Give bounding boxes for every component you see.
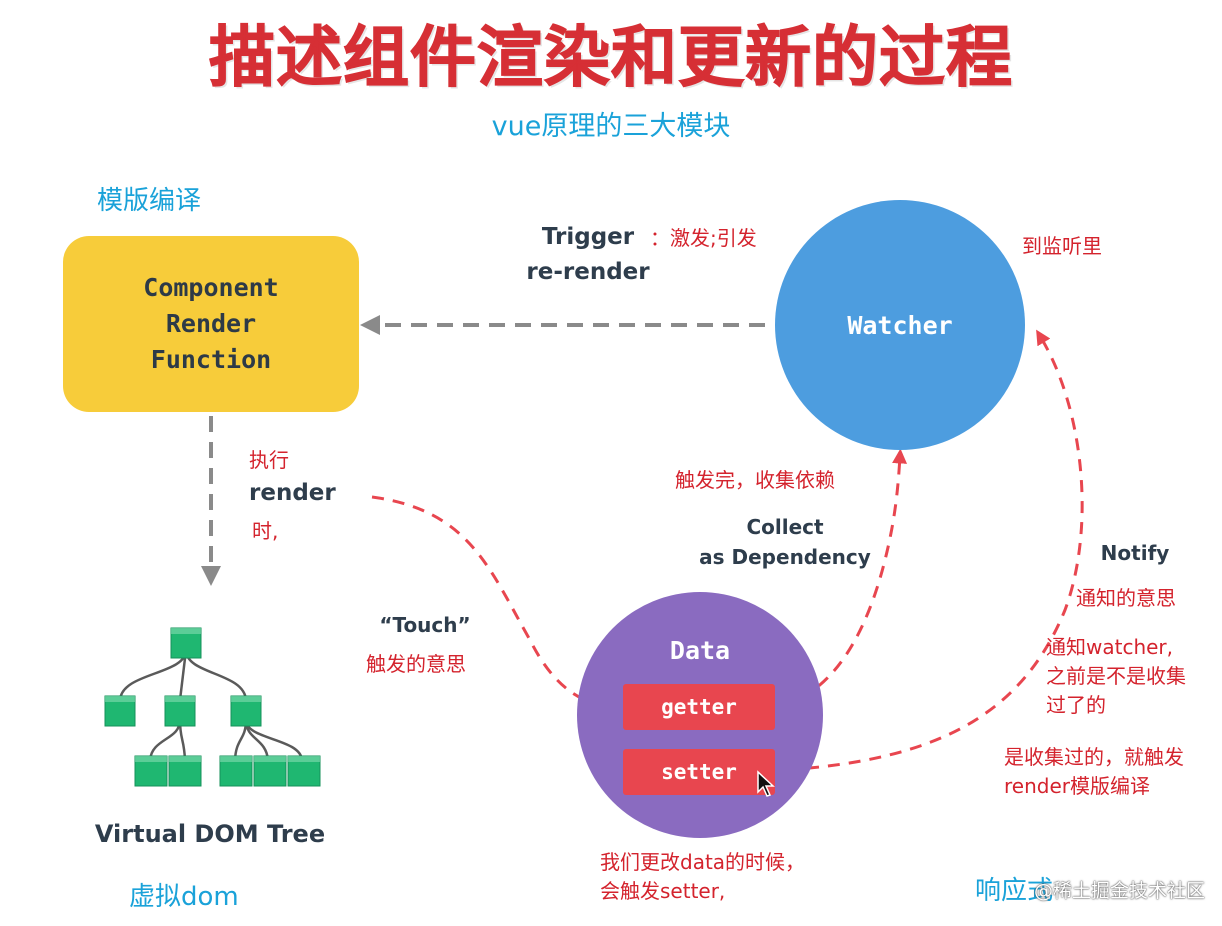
component-render-function-box: Component Render Function [63, 236, 359, 412]
render-function-line-2: Render [165, 309, 257, 338]
collect-done-note: 触发完，收集依赖 [675, 468, 835, 492]
touch-label: “Touch” [379, 613, 471, 637]
getter-pill: getter [623, 684, 775, 730]
page-subtitle: vue原理的三大模块 [491, 111, 731, 142]
trigger-rerender-label: Trigger re-render [508, 220, 668, 290]
render-function-line-3: Function [150, 345, 272, 374]
watcher-node: Watcher [775, 200, 1025, 450]
notify-watcher-line-2: 之前是不是收集 [1046, 664, 1186, 688]
watermark: @稀土掘金技术社区 [1034, 880, 1206, 902]
if-collected-line-2: render模版编译 [1004, 774, 1150, 798]
trigger-label-line-1: Trigger [541, 224, 635, 250]
reactive-label: 响应式 [975, 876, 1054, 906]
change-data-note: 我们更改data的时候， 会触发setter, [600, 848, 805, 906]
data-label: Data [669, 636, 731, 665]
virtual-dom-label: 虚拟dom [129, 882, 239, 912]
notify-meaning-note: 通知的意思 [1076, 586, 1176, 610]
collect-label-line-2: as Dependency [699, 545, 871, 569]
trigger-meaning-note: ：激发;引发 [650, 226, 757, 250]
notify-label: Notify [1100, 541, 1170, 565]
collect-arrow [781, 448, 908, 707]
when-note: 时, [252, 519, 279, 543]
notify-arrow [785, 329, 1084, 772]
page-title: 描述组件渲染和更新的过程 [209, 19, 1013, 97]
change-data-line-1: 我们更改data的时候， [600, 850, 806, 874]
trigger-label-line-2: re-render [526, 259, 650, 285]
template-compile-label: 模版编译 [97, 186, 202, 216]
execute-note: 执行 [249, 448, 289, 472]
mouse-cursor-icon [757, 770, 775, 797]
render-function-line-1: Component [143, 273, 279, 302]
virtual-dom-tree-label: Virtual DOM Tree [94, 820, 326, 848]
setter-pill: setter [623, 749, 775, 795]
if-collected-line-1: 是收集过的，就触发 [1004, 745, 1184, 769]
watcher-label: Watcher [847, 310, 953, 340]
notify-watcher-line-1: 通知watcher, [1046, 635, 1174, 659]
notify-watcher-note: 通知watcher, 之前是不是收集 过了的 [1046, 633, 1186, 720]
render-label: render [249, 480, 336, 506]
notify-watcher-line-3: 过了的 [1046, 693, 1106, 717]
to-listener-note: 到监听里 [1022, 234, 1102, 258]
change-data-line-2: 会触发setter, [600, 879, 726, 903]
if-collected-note: 是收集过的，就触发 render模版编译 [1004, 743, 1184, 801]
collect-label-line-1: Collect [746, 515, 824, 539]
virtual-dom-tree [104, 627, 321, 787]
collect-dependency-label: Collect as Dependency [690, 512, 880, 572]
touch-meaning-note: 触发的意思 [366, 652, 466, 676]
